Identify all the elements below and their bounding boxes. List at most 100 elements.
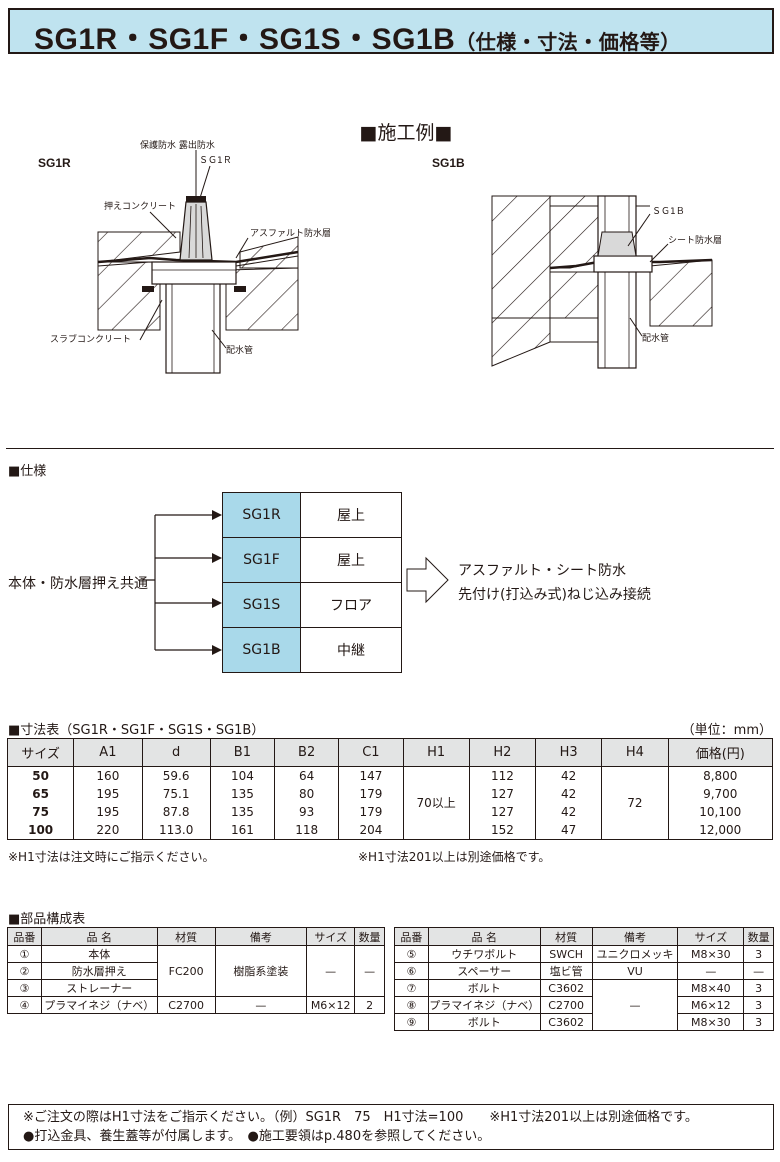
table-row: ④ プラマイネジ（ナベ） C2700 — M6×12 2 bbox=[7, 996, 385, 1014]
col-header: 品番 bbox=[7, 927, 42, 946]
d-cell: 87.8 bbox=[141, 803, 211, 821]
part-name: ストレーナー bbox=[40, 979, 158, 997]
spec-use: 中継 bbox=[300, 627, 402, 673]
b2-cell: 80 bbox=[274, 785, 340, 803]
size-cell: 65 bbox=[6, 785, 75, 803]
part-name: 防水層押え bbox=[40, 962, 158, 980]
part-number: ⑦ bbox=[394, 979, 429, 997]
parts-header-row: 品番 品 名 材質 備考 サイズ 数量 bbox=[394, 927, 774, 946]
b1-cell: 135 bbox=[209, 803, 276, 821]
part-number: ③ bbox=[7, 979, 42, 997]
sg1r-pipe-label: 配水管 bbox=[226, 344, 253, 356]
spec-code: SG1B bbox=[222, 627, 301, 673]
sg1r-section-drawing: SG1R 保護防水 露出防水 ＳＧ1Ｒ 押えコンクリート アスファルト防水層 ス… bbox=[38, 140, 331, 374]
part-name: ボルト bbox=[427, 1013, 541, 1031]
table-row: ⑦ ボルト C3602 — M8×40 3 bbox=[394, 979, 774, 1031]
part-name: プラマイネジ（ナベ） bbox=[40, 996, 158, 1014]
col-header: 備考 bbox=[591, 927, 679, 946]
spec-flow-arrows bbox=[138, 510, 449, 655]
sg1b-model-label: ＳＧ1Ｂ bbox=[652, 207, 685, 217]
sg1r-model-label: ＳＧ1Ｒ bbox=[199, 156, 232, 166]
a1-cell: 195 bbox=[73, 803, 143, 821]
order-note-line1: ※ご注文の際はH1寸法をご指示ください。（例）SG1R 75 H1寸法=100 … bbox=[23, 1110, 698, 1125]
dimension-header-row: サイズ A1 d B1 B2 C1 H1 H2 H3 H4 価格(円) bbox=[6, 738, 774, 767]
dimension-section-title: ■寸法表（SG1R・SG1F・SG1S・SG1B） bbox=[8, 723, 265, 738]
h2-cell: 112 bbox=[468, 766, 537, 785]
table-row: ⑧ プラマイネジ（ナベ） C2700 M6×12 3 bbox=[394, 996, 774, 1014]
table-row: ⑥ スペーサー 塩ビ管 VU — — bbox=[394, 962, 774, 980]
price-cell: 9,700 bbox=[667, 785, 774, 803]
col-header: B1 bbox=[209, 738, 276, 767]
table-row: ⑨ ボルト C3602 M8×30 3 bbox=[394, 1013, 774, 1031]
col-header: サイズ bbox=[677, 927, 745, 946]
parts-table-right: 品番 品 名 材質 備考 サイズ 数量 ⑤ ウチワボルト SWCH ユニクロメッ… bbox=[394, 927, 774, 1031]
parts-table-left: 品番 品 名 材質 備考 サイズ 数量 ① 本体 FC200 樹脂系塗装 — —… bbox=[7, 927, 385, 1014]
col-header: サイズ bbox=[6, 738, 75, 767]
part-size-merged: — bbox=[306, 945, 356, 997]
col-header: 品 名 bbox=[40, 927, 158, 946]
b2-cell: 118 bbox=[274, 821, 340, 840]
a1-cell: 160 bbox=[73, 766, 143, 785]
sg1r-press-concrete-label: 押えコンクリート bbox=[104, 200, 176, 212]
col-header: 備考 bbox=[214, 927, 308, 946]
unit-note: （単位：mm） bbox=[681, 723, 772, 738]
installation-drawings: SG1R 保護防水 露出防水 ＳＧ1Ｒ 押えコンクリート アスファルト防水層 ス… bbox=[38, 140, 722, 374]
col-header: 数量 bbox=[743, 927, 774, 946]
page-title: SG1R・SG1F・SG1S・SG1B（仕様・寸法・価格等） bbox=[34, 14, 681, 58]
part-remark: — bbox=[214, 996, 308, 1014]
part-remark: ユニクロメッキ bbox=[591, 945, 679, 963]
part-size: M6×12 bbox=[306, 996, 356, 1014]
col-header: 品番 bbox=[394, 927, 429, 946]
h2-cell: 127 bbox=[468, 785, 537, 803]
order-note-line2: ●打込金具、養生蓋等が付属します。 ●施工要領はp.480を参照してください。 bbox=[23, 1129, 491, 1144]
table-row: 65 195 75.1 135 80 179 127 42 9,700 bbox=[6, 785, 774, 803]
title-banner: SG1R・SG1F・SG1S・SG1B（仕様・寸法・価格等） bbox=[8, 8, 774, 56]
part-number: ⑤ bbox=[394, 945, 429, 963]
d-cell: 59.6 bbox=[141, 766, 211, 785]
part-material: C3602 bbox=[539, 979, 593, 997]
section-divider bbox=[6, 448, 774, 449]
b2-cell: 93 bbox=[274, 803, 340, 821]
col-header: H3 bbox=[535, 738, 603, 767]
result-arrow-icon bbox=[406, 556, 449, 604]
h3-cell: 47 bbox=[535, 821, 603, 840]
part-qty: 3 bbox=[743, 1013, 774, 1031]
col-header: H2 bbox=[468, 738, 537, 767]
col-header: d bbox=[141, 738, 211, 767]
table-row: 100 220 113.0 161 118 204 152 47 12,000 bbox=[6, 821, 774, 840]
spec-code: SG1S bbox=[222, 582, 301, 628]
part-qty: — bbox=[743, 962, 774, 980]
h1-merged-cell: 70以上 bbox=[402, 766, 470, 840]
col-header: A1 bbox=[73, 738, 143, 767]
spec-use: フロア bbox=[300, 582, 402, 628]
col-header: 品 名 bbox=[427, 927, 541, 946]
col-header: H1 bbox=[402, 738, 470, 767]
part-qty: 3 bbox=[743, 979, 774, 997]
b1-cell: 104 bbox=[209, 766, 276, 785]
table-row: ① 本体 FC200 樹脂系塗装 — — bbox=[7, 945, 385, 997]
part-size: — bbox=[677, 962, 745, 980]
dimension-table: サイズ A1 d B1 B2 C1 H1 H2 H3 H4 価格(円) 50 1… bbox=[6, 738, 774, 840]
col-header: 材質 bbox=[539, 927, 593, 946]
c1-cell: 179 bbox=[338, 803, 404, 821]
title-subtitle: （仕様・寸法・価格等） bbox=[455, 32, 681, 54]
part-number: ⑨ bbox=[394, 1013, 429, 1031]
table-row: ⑤ ウチワボルト SWCH ユニクロメッキ M8×30 3 bbox=[394, 945, 774, 963]
h3-cell: 42 bbox=[535, 785, 603, 803]
h1-order-note: ※H1寸法は注文時にご指示ください。 bbox=[8, 850, 215, 864]
part-remark-merged: — bbox=[591, 979, 679, 1031]
title-main: SG1R・SG1F・SG1S・SG1B bbox=[34, 23, 456, 56]
part-number: ⑥ bbox=[394, 962, 429, 980]
part-number: ② bbox=[7, 962, 42, 980]
spec-common-label: 本体・防水層押え共通 bbox=[8, 576, 148, 592]
part-size: M8×30 bbox=[677, 945, 745, 963]
part-name: ウチワボルト bbox=[427, 945, 541, 963]
part-qty: 3 bbox=[743, 945, 774, 963]
part-name: スペーサー bbox=[427, 962, 541, 980]
spec-result-line2: 先付け(打込み式)ねじ込み接続 bbox=[458, 587, 651, 603]
sg1b-sheet-label: シート防水層 bbox=[668, 234, 722, 246]
col-header: H4 bbox=[601, 738, 669, 767]
part-material: C3602 bbox=[539, 1013, 593, 1031]
